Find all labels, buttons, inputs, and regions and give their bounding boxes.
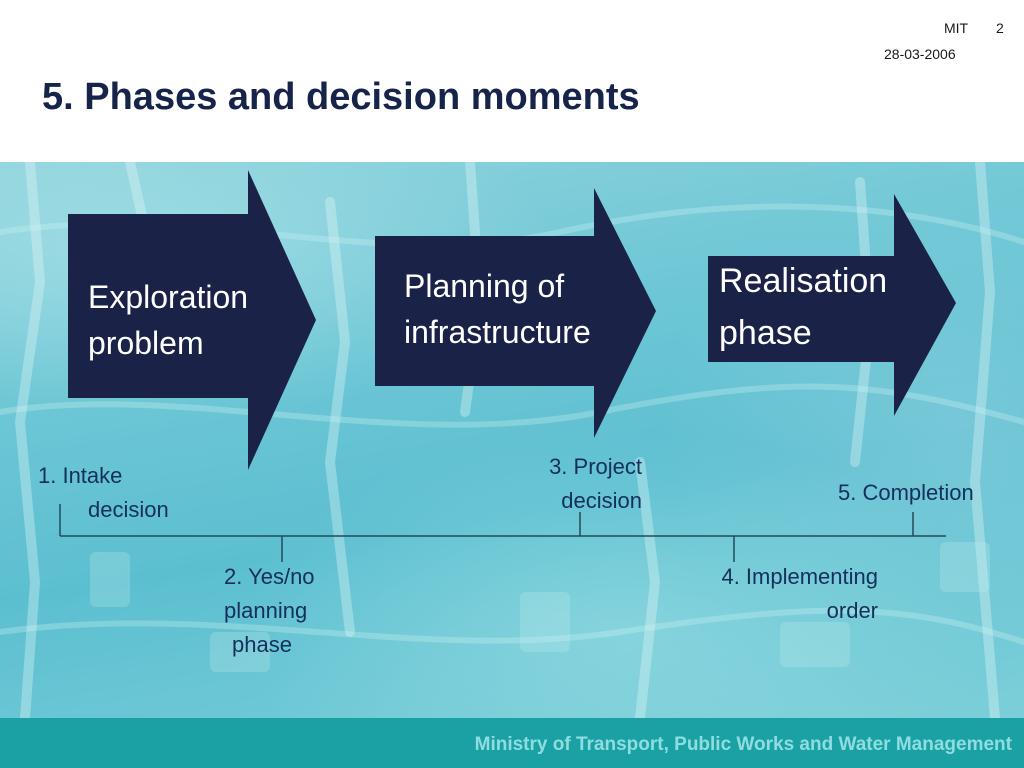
milestone-line: decision [561,488,642,513]
phase-label-line: problem [88,325,204,361]
phase-arrows [59,170,956,562]
milestone-yes-no-planning: 2. Yes/no planning phase [224,560,315,662]
milestone-implementing-order: 4. Implementing order [676,560,878,628]
org-code: MIT [944,20,969,36]
milestone-line: 4. Implementing [721,564,878,589]
diagram-area: Exploration problem Planning of infrastr… [0,162,1024,718]
phase-label-line: phase [719,314,812,352]
phase-arrow-exploration [68,170,316,470]
footer-ministry-name: Ministry of Transport, Public Works and … [474,734,1012,755]
milestone-intake-decision: 1. Intake decision [38,459,169,527]
slide-number: 2 [996,20,1004,36]
phase-arrow-planning [375,188,656,438]
timeline [59,504,946,562]
milestone-project-decision: 3. Project decision [500,450,642,518]
phase-label-line: Realisation [719,262,888,300]
phase-arrow-realisation [708,194,956,416]
slide-footer: Ministry of Transport, Public Works and … [0,718,1024,768]
phase-label-line: Planning of [404,268,565,304]
slide-date: 28-03-2006 [884,46,956,62]
phase-label-line: Exploration [88,279,249,315]
milestone-line: 5. Completion [838,480,974,505]
phase-label-realisation: Realisation phase [719,255,887,359]
milestone-line: 1. Intake [38,463,123,488]
milestone-line: planning [224,598,308,623]
phase-label-planning: Planning of infrastructure [404,263,591,355]
milestone-line: order [826,598,878,623]
slide-title: 5. Phases and decision moments [42,76,640,118]
milestone-completion: 5. Completion [838,476,974,510]
phase-label-exploration: Exploration problem [88,274,248,366]
milestone-line: 3. Project [549,454,642,479]
milestone-line: phase [232,632,292,657]
phase-label-line: infrastructure [404,314,591,350]
slide-header: MIT 2 28-03-2006 5. Phases and decision … [0,0,1024,162]
milestone-line: decision [88,497,169,522]
milestone-line: 2. Yes/no [224,564,315,589]
